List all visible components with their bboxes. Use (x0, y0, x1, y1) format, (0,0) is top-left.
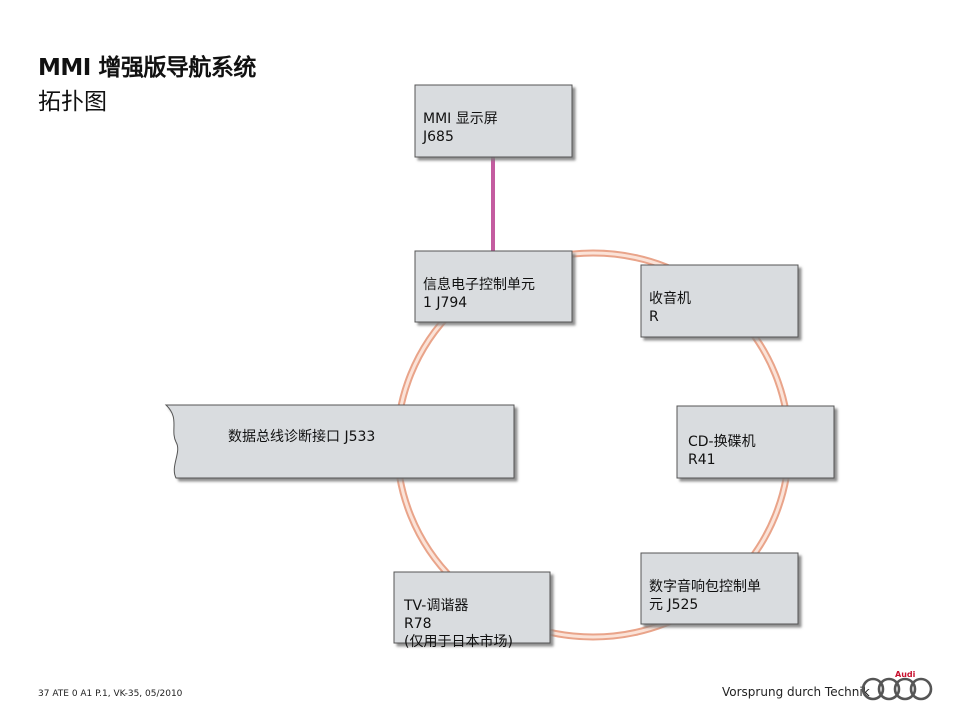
tv-node: TV-调谐器 R78 (仅用于日本市场) (396, 574, 550, 650)
display-box-shape (414, 84, 573, 158)
cd-changer-box-shape (676, 405, 835, 479)
audi-brand-text: Audi (895, 670, 916, 679)
page-title: MMI 增强版导航系统 (38, 55, 256, 81)
display-node: MMI 显示屏 J685 (415, 87, 572, 157)
radio-node-label: 收音机 R (649, 291, 691, 325)
page-subtitle: 拓扑图 (38, 89, 107, 115)
audi-rings-logo (861, 677, 933, 701)
radio-box-shape (640, 264, 799, 338)
amp-box-shape (640, 552, 799, 625)
display-node-label: MMI 显示屏 J685 (423, 111, 498, 145)
diag-node-label: 数据总线诊断接口 J533 (228, 429, 376, 445)
info-unit-node: 信息电子控制单元 1 J794 (415, 253, 572, 322)
info-unit-node-label: 信息电子控制单元 1 J794 (423, 277, 535, 311)
info-unit-box-shape (414, 250, 573, 323)
radio-node: 收音机 R (641, 267, 798, 337)
tv-box-shape (393, 571, 551, 644)
footer-slogan: Vorsprung durch Technik (722, 685, 870, 699)
footer-page-info: 37 ATE 0 A1 P.1, VK-35, 05/2010 (38, 689, 183, 699)
amp-node-label: 数字音响包控制单 元 J525 (649, 579, 761, 613)
cd-changer-node-label: CD-换碟机 R41 (688, 434, 756, 468)
amp-node: 数字音响包控制单 元 J525 (641, 555, 798, 624)
diag-box-shape (164, 404, 515, 479)
tv-node-label: TV-调谐器 R78 (仅用于日本市场) (404, 598, 513, 650)
cd-changer-node: CD-换碟机 R41 (680, 410, 834, 478)
